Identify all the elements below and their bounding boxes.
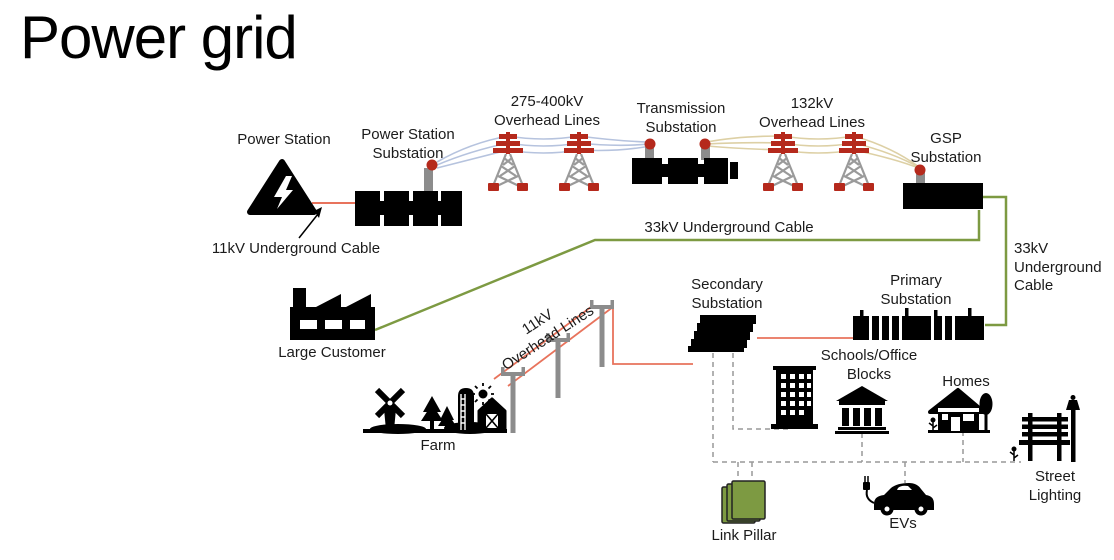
label-street-lighting: Street Lighting [1028, 468, 1082, 504]
street-lighting-icon [1009, 395, 1080, 462]
label-power-station: Power Station [237, 131, 331, 148]
school-building-icon [835, 386, 889, 434]
label-transmission-substation: Transmission Substation [636, 100, 726, 136]
gsp-substation-icon [903, 164, 983, 209]
label-schools-office-blocks: Schools/Office Blocks [820, 347, 918, 383]
transmission-tower-icon [761, 130, 805, 193]
wires-11kv-overhead [493, 306, 853, 387]
home-icon [928, 388, 993, 433]
annotation-arrow [298, 207, 322, 239]
label-link-pillar: Link Pillar [711, 527, 777, 544]
transmission-tower-icon [557, 130, 601, 193]
label-power-station-substation: Power Station Substation [361, 126, 455, 162]
label-primary-substation: Primary Substation [880, 272, 952, 308]
wires-132kv [706, 135, 922, 170]
factory-icon [290, 288, 375, 340]
label-secondary-substation: Secondary Substation [691, 276, 763, 312]
secondary-substation-icon [688, 315, 756, 352]
power-station-substation-icon [355, 159, 462, 226]
wood-pole-icon [501, 367, 525, 433]
cable-33kv-underground-lines [374, 195, 1008, 332]
label-gsp-substation: GSP Substation [910, 130, 982, 166]
label-ohl-132kv: 132kV Overhead Lines [759, 95, 865, 131]
office-building-icon [771, 366, 818, 429]
label-large-customer: Large Customer [278, 344, 386, 361]
link-pillar-icon [721, 480, 766, 524]
farm-icon [363, 383, 507, 434]
label-11kv-underground-cable: 11kV Underground Cable [211, 240, 381, 257]
label-evs: EVs [889, 515, 917, 532]
wood-pole-icon [590, 300, 614, 367]
wires-275-400kv [436, 135, 651, 169]
wood-pole-icon [546, 333, 570, 398]
power-station-icon [247, 159, 317, 215]
page-title: Power grid [20, 4, 298, 71]
primary-substation-icon [853, 308, 984, 340]
label-33kv-underground-cable-right: 33kV Underground Cable [1014, 240, 1102, 294]
label-homes: Homes [942, 373, 990, 390]
transmission-tower-icon [486, 130, 530, 193]
label-farm: Farm [420, 437, 456, 454]
label-33kv-underground-cable: 33kV Underground Cable [644, 219, 814, 236]
label-ohl-275-400kv: 275-400kV Overhead Lines [494, 93, 600, 129]
transmission-substation-icon [632, 138, 738, 184]
ev-car-icon [863, 476, 934, 516]
